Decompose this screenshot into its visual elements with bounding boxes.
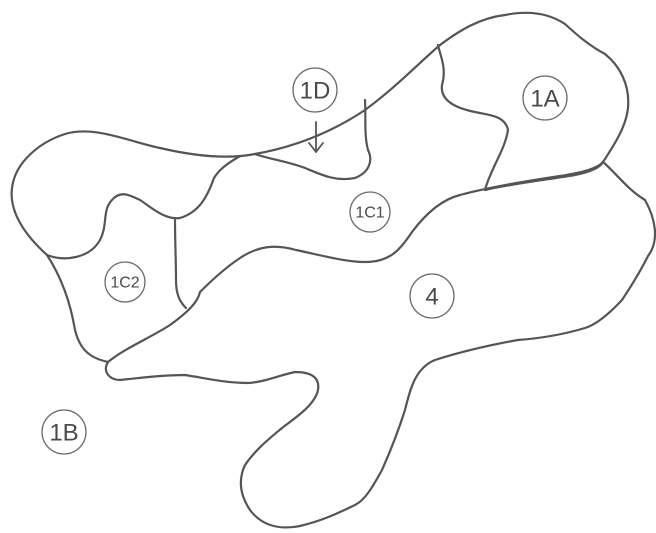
label-4: 4 [425, 284, 438, 311]
region-1C2-divider [175, 220, 186, 308]
down-arrow-icon [309, 122, 323, 152]
label-1C2: 1C2 [110, 275, 139, 292]
label-1C2-badge: 1C2 [105, 262, 145, 302]
label-1C1-badge: 1C1 [350, 192, 390, 232]
label-1A: 1A [530, 86, 559, 113]
region-1C2-outline [47, 156, 240, 258]
region-1B-outline [12, 131, 255, 362]
label-1B-badge: 1B [42, 410, 86, 454]
label-1D: 1D [300, 78, 331, 105]
label-1B: 1B [49, 420, 78, 447]
label-1D-badge: 1D [293, 68, 337, 112]
label-1A-badge: 1A [523, 76, 567, 120]
label-4-badge: 4 [410, 274, 454, 318]
label-1C1: 1C1 [355, 205, 384, 222]
